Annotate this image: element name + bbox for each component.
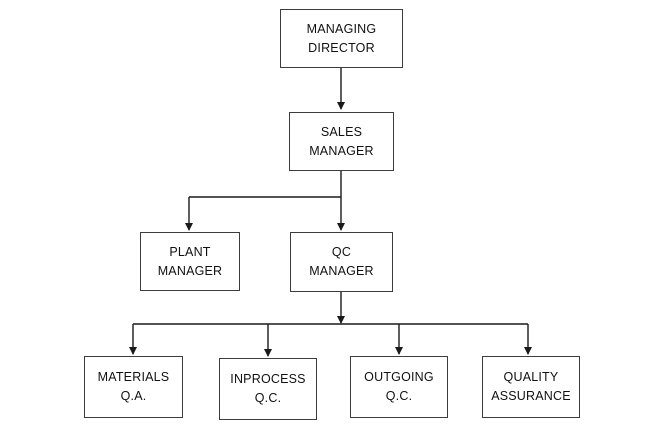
node-plant-manager-line2: MANAGER (157, 263, 223, 278)
node-managing-director: MANAGING DIRECTOR (280, 9, 403, 68)
node-quality-assurance-line2: ASSURANCE (491, 389, 571, 403)
node-outgoing-qc: OUTGOING Q.C. (350, 356, 448, 418)
node-qc-manager-line1: QC (331, 245, 352, 259)
node-inprocess-qc-line2: Q.C. (254, 391, 282, 405)
node-inprocess-qc: INPROCESS Q.C. (219, 358, 317, 420)
node-qc-manager: QC MANAGER (290, 232, 393, 292)
node-plant-manager-line1: PLANT (169, 244, 211, 259)
node-plant-manager: PLANT MANAGER (140, 232, 240, 291)
node-sales-manager-line2: MANAGER (309, 143, 374, 158)
node-outgoing-qc-line1: OUTGOING (364, 370, 434, 384)
node-outgoing-qc-line2: Q.C. (385, 389, 413, 403)
node-quality-assurance-line1: QUALITY (503, 370, 559, 384)
node-materials-qa-line1: MATERIALS (97, 370, 170, 384)
node-materials-qa-line2: Q.A. (120, 389, 147, 403)
node-sales-manager: SALES MANAGER (289, 112, 394, 171)
node-materials-qa: MATERIALS Q.A. (84, 356, 183, 418)
node-qc-manager-line2: MANAGER (309, 264, 374, 278)
node-managing-director-line1: MANAGING (306, 21, 377, 36)
node-sales-manager-line1: SALES (320, 124, 363, 139)
node-managing-director-line2: DIRECTOR (308, 40, 375, 55)
node-inprocess-qc-line1: INPROCESS (230, 372, 306, 386)
node-quality-assurance: QUALITY ASSURANCE (482, 356, 580, 418)
